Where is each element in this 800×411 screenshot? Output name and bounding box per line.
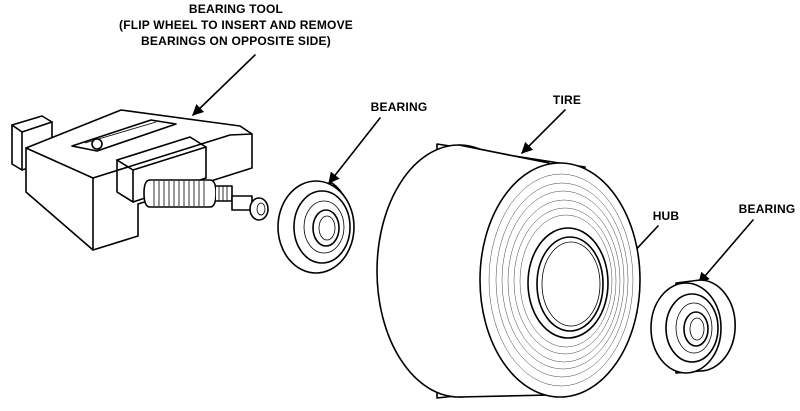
bearing-tool-label-line2: (FLIP WHEEL TO INSERT AND REMOVE	[119, 18, 353, 32]
bearing-left-arrow	[328, 117, 381, 184]
bearing-right-arrow	[698, 219, 754, 284]
hub	[527, 227, 609, 339]
tire	[376, 143, 641, 399]
hub-label: HUB	[653, 209, 680, 223]
bearing-tool-label-line3: BEARINGS ON OPPOSITE SIDE)	[141, 34, 331, 48]
bearing-tool-label: BEARING TOOL (FLIP WHEEL TO INSERT AND R…	[119, 2, 353, 48]
bearing-right-label: BEARING	[739, 202, 796, 216]
tire-arrow	[521, 109, 566, 154]
bearing-left	[277, 180, 355, 274]
tire-grooves	[488, 173, 634, 387]
bearing-tool-label-line1: BEARING TOOL	[189, 2, 283, 16]
bearing-left-label: BEARING	[371, 100, 428, 114]
bearing-right	[650, 279, 736, 374]
tire-label: TIRE	[553, 93, 581, 107]
bearing-tool-arrow	[192, 54, 256, 116]
bearing-tool	[11, 109, 269, 251]
